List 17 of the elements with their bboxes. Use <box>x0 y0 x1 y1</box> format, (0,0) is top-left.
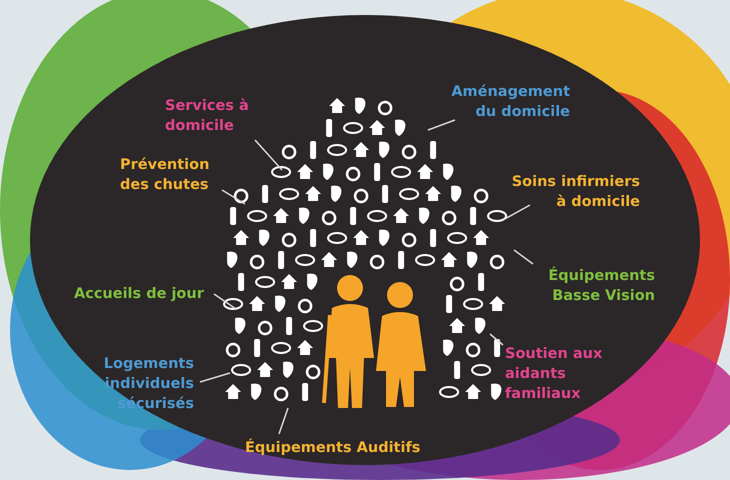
leader-line <box>214 293 236 310</box>
service-label: Accueils de jour <box>74 284 210 304</box>
service-label: Prévention des chutes <box>120 155 220 195</box>
leader-line <box>490 333 504 346</box>
service-label: Soins infirmiers à domicile <box>500 172 640 212</box>
leader-line <box>200 372 230 383</box>
service-label: Soutien aux aidants familiaux <box>505 344 615 404</box>
service-label: Équipements Auditifs <box>245 438 460 458</box>
leader-line <box>278 408 289 434</box>
service-label: Équipements Basse Vision <box>530 266 655 306</box>
service-label: Services à domicile <box>165 96 265 136</box>
leader-line <box>502 204 530 221</box>
leader-line <box>514 249 534 265</box>
service-label: Aménagement du domicile <box>440 82 570 122</box>
leader-line <box>254 140 283 170</box>
leader-line <box>222 189 246 205</box>
leader-line <box>428 119 456 131</box>
